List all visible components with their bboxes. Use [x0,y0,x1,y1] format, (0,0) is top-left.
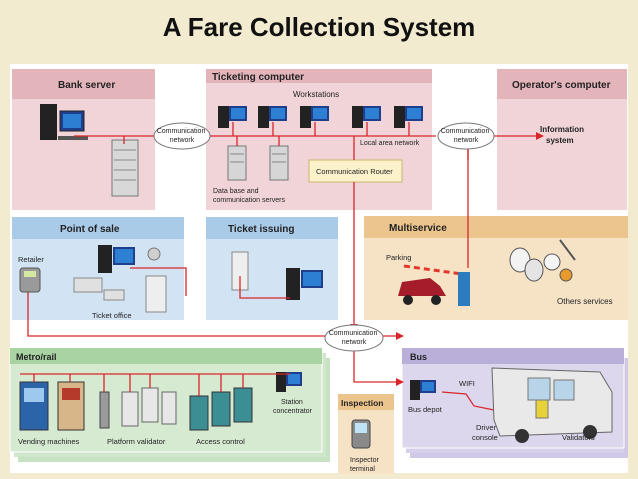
station-concentrator-icon [276,372,302,392]
operators-computer-header [497,69,627,99]
ticketing-computer-header [206,69,432,83]
bank-server-header [12,69,155,99]
validators-label: Validators [562,433,595,442]
ticket-machine-icon [145,275,167,313]
point-of-sale-title: Point of sale [60,224,120,235]
ticketing-computer-title: Ticketing computer [212,72,304,83]
database-servers-label: Data base and communication servers [213,188,285,204]
driver-console-label: Driver console [472,423,498,442]
svg-text:Communication network: Communication network [329,330,380,346]
printer-icon [73,277,125,301]
sports-balls-icon [543,239,576,282]
workstation-icon [218,106,247,128]
bus-vehicle-icon [491,367,613,443]
operators-computer-title: Operator's computer [512,80,611,91]
bus-title: Bus [410,352,427,362]
bank-computer-icon [40,104,88,140]
platform-validator-label: Platform validator [107,437,166,446]
bus-header [402,348,624,364]
point-of-sale-header [12,217,184,239]
bank-server-title: Bank server [58,80,115,91]
ticket-issuing-title: Ticket issuing [228,224,295,235]
theater-masks-icon [509,247,544,282]
ticket-issuing-header [206,217,338,239]
database-server-icon [269,145,289,181]
vending-machine-icon [19,381,49,431]
communication-network-node: Communication network [153,122,211,150]
inspector-terminal-icon [351,419,371,449]
workstation-icon [394,106,423,128]
parking-car-icon [398,278,446,305]
communication-router-label: Communication Router [316,167,393,176]
workstation-icon [352,106,381,128]
workstations-label: Workstations [293,90,339,99]
inspection-title: Inspection [341,398,384,408]
bus-depot-computer-icon [410,380,436,400]
communication-network-node: Communication network [437,122,495,150]
communication-network-node: Communication network [324,324,384,352]
workstation-icon [300,106,329,128]
ticketing-computer-panel [206,69,432,210]
ticket-office-label: Ticket office [92,311,132,320]
svg-text:Communication network: Communication network [157,128,208,144]
bank-server-rack-icon [111,139,139,197]
database-server-icon [227,145,247,181]
ticket-office-computer-icon [98,245,135,273]
retailer-terminal-icon [19,267,41,293]
inspection-header [338,394,394,410]
access-control-label: Access control [196,437,245,446]
platform-validator-icon [99,391,110,429]
station-concentrator-label: Station concentrator [273,399,313,415]
bus-depot-label: Bus depot [408,405,443,414]
other-services-label: Others services [557,297,613,306]
svg-text:Communication network: Communication network [441,128,492,144]
wifi-link [441,391,495,411]
vending-machine-icon [57,381,85,431]
parking-label: Parking [386,253,411,262]
metro-rail-header [10,348,322,364]
retailer-label: Retailer [18,255,44,264]
workstation-icon [258,106,287,128]
turnstile-icon [121,387,177,427]
vending-machines-label: Vending machines [18,437,80,446]
parking-barrier-icon [403,264,470,306]
network-lines [20,122,536,396]
inspector-terminal-label: Inspector terminal [350,457,381,473]
camera-icon [147,247,161,261]
wifi-label: WIFI [459,379,475,388]
metro-rail-title: Metro/rail [16,352,57,362]
local-area-network-label: Local area network [360,140,420,147]
multiservice-header [364,216,628,238]
page-title: A Fare Collection System [162,12,476,42]
communication-router-box [308,159,403,183]
information-system-label: Information system [540,125,586,145]
multiservice-title: Multiservice [389,223,447,234]
ticket-issuing-computer-icon [286,268,323,300]
